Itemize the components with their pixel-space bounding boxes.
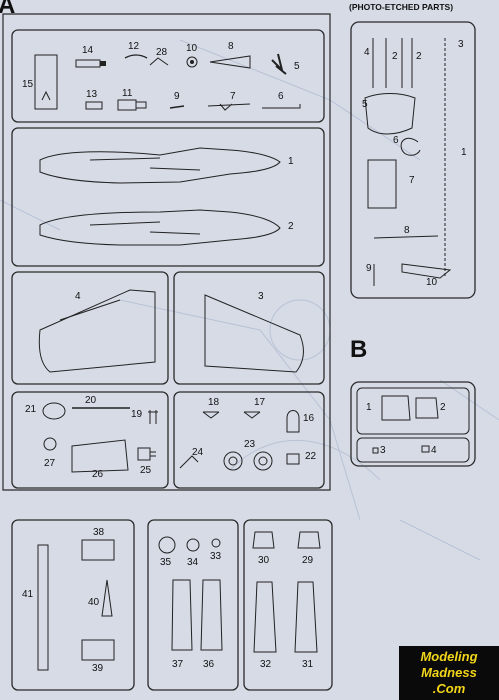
panel-photo-etched — [350, 21, 476, 299]
part-label: 5 — [294, 61, 300, 72]
panel-fuselage — [11, 127, 325, 267]
part-label: 29 — [302, 555, 314, 566]
part-label: 3 — [458, 39, 464, 50]
part-label: 41 — [22, 589, 34, 600]
part-label: 30 — [258, 555, 270, 566]
modeling-madness-logo: Modeling Madness .Com — [399, 646, 499, 700]
part-label: 19 — [131, 409, 143, 420]
part-label: 6 — [278, 91, 284, 102]
part-label: 38 — [93, 527, 105, 538]
panel-misc-left — [11, 391, 169, 489]
part-label: 2 — [440, 402, 446, 413]
part-label: 10 — [426, 277, 438, 288]
part-label: 22 — [305, 451, 317, 462]
part-label: 34 — [187, 557, 199, 568]
part-label: 2 — [416, 51, 422, 62]
panel-wing-right — [173, 271, 325, 385]
logo-line-3: .Com — [432, 681, 466, 696]
part-label: 10 — [186, 43, 198, 54]
part-label: 13 — [86, 89, 98, 100]
part-label: 6 — [393, 135, 399, 146]
part-label: 1 — [288, 156, 294, 167]
part-label: 4 — [75, 291, 81, 302]
part-label: 36 — [203, 659, 215, 670]
part-label: 4 — [364, 47, 370, 58]
part-label: 23 — [244, 439, 256, 450]
panel-bottom-middle — [147, 519, 239, 691]
part-label: 4 — [431, 445, 437, 456]
part-label: 1 — [461, 147, 467, 158]
panel-small-parts — [11, 29, 325, 123]
section-b-letter: B — [350, 336, 368, 363]
panel-bottom-left — [11, 519, 135, 691]
part-label: 28 — [156, 47, 168, 58]
panel-wing-left — [11, 271, 169, 385]
photo-etched-title: (PHOTO-ETCHED PARTS) — [349, 2, 454, 12]
frame-a-border — [2, 13, 331, 491]
part-label: 21 — [25, 404, 37, 415]
part-label: 33 — [210, 551, 222, 562]
part-label: 9 — [366, 263, 372, 274]
part-label: 17 — [254, 397, 266, 408]
part-label: 37 — [172, 659, 184, 670]
part-label: 20 — [85, 395, 97, 406]
part-label: 8 — [228, 41, 234, 52]
part-label: 25 — [140, 465, 152, 476]
part-label: 1 — [366, 402, 372, 413]
part-label: 15 — [22, 79, 34, 90]
section-a-fragment: A — [0, 0, 16, 19]
part-label: 11 — [122, 88, 133, 99]
part-label: 39 — [92, 663, 104, 674]
part-label: 32 — [260, 659, 272, 670]
panel-misc-right — [173, 391, 325, 489]
part-label: 35 — [160, 557, 172, 568]
part-label: 3 — [380, 445, 386, 456]
part-label: 31 — [302, 659, 314, 670]
part-label: 2 — [288, 221, 294, 232]
part-label: 9 — [174, 91, 180, 102]
part-label: 16 — [303, 413, 315, 424]
part-label: 14 — [82, 45, 94, 56]
part-label: 40 — [88, 597, 100, 608]
part-label: 5 — [362, 99, 368, 110]
logo-line-1: Modeling — [420, 649, 478, 664]
part-label: 3 — [258, 291, 264, 302]
part-label: 7 — [230, 91, 236, 102]
panel-canopy — [350, 381, 476, 467]
part-label: 2 — [392, 51, 398, 62]
part-label: 8 — [404, 225, 410, 236]
part-label: 7 — [409, 175, 415, 186]
part-label: 24 — [192, 447, 204, 458]
part-label: 27 — [44, 458, 56, 469]
part-label: 18 — [208, 397, 220, 408]
logo-line-2: Madness — [421, 665, 477, 680]
part-label: 26 — [92, 469, 104, 480]
panel-bottom-right — [243, 519, 333, 691]
part-label: 12 — [128, 41, 140, 52]
